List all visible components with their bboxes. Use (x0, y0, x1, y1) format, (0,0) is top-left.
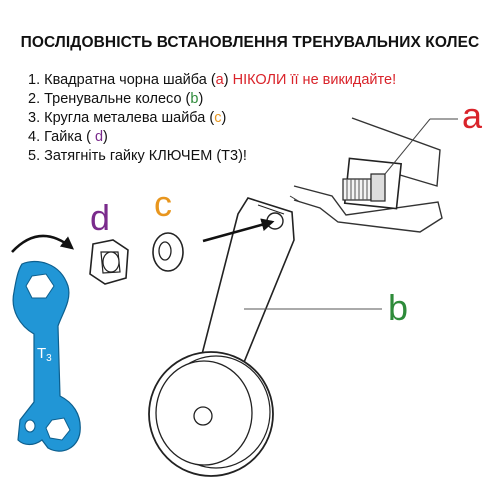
step-3: 3. Кругла металева шайба (c) (28, 109, 396, 128)
step-2-text: 2. Тренувальне колесо ( (28, 91, 191, 107)
step-3-suffix: ) (221, 110, 227, 126)
step-1-letter: a (215, 72, 224, 88)
steps-list: 1. Квадратна чорна шайба (a) НІКОЛИ її н… (28, 71, 396, 166)
page-title: ПОСЛІДОВНІСТЬ ВСТАНОВЛЕННЯ ТРЕНУВАЛЬНИХ … (20, 34, 480, 51)
wrench-icon (12, 260, 81, 452)
label-c: c (154, 183, 172, 224)
wrench-label: T3 (37, 345, 52, 364)
step-4-letter: d (94, 129, 104, 145)
square-washer-icon (342, 157, 403, 210)
step-4: 4. Гайка ( d) (28, 128, 396, 147)
step-4-text: 4. Гайка ( (28, 129, 95, 145)
step-1-text: 1. Квадратна чорна шайба ( (28, 72, 216, 88)
label-b: b (388, 287, 409, 328)
step-1-suffix: ) (223, 72, 233, 88)
nut-icon (89, 239, 129, 285)
step-1-warning: НІКОЛИ її не викидайте! (232, 72, 397, 88)
step-5-text: 5. Затягніть гайку КЛЮЧЕМ (Т3)! (28, 148, 247, 164)
label-d: d (90, 197, 111, 238)
label-a: a (462, 95, 483, 136)
step-2: 2. Тренувальне колесо (b) (28, 90, 396, 109)
bike-frame-icon (289, 117, 443, 233)
step-5: 5. Затягніть гайку КЛЮЧЕМ (Т3)! (28, 147, 396, 166)
step-2-suffix: ) (198, 91, 204, 107)
step-3-letter: c (214, 110, 222, 126)
step-2-letter: b (190, 91, 199, 107)
step-4-suffix: ) (103, 129, 108, 145)
training-wheel-icon (148, 197, 295, 477)
step-1: 1. Квадратна чорна шайба (a) НІКОЛИ її н… (28, 71, 396, 90)
straight-arrow-icon (202, 218, 275, 243)
wrench-label-sub: 3 (46, 353, 52, 364)
label-a-leader (384, 118, 431, 175)
step-3-text: 3. Кругла металева шайба ( (28, 110, 215, 126)
wrench-label-t: T (37, 345, 47, 362)
washer-icon (152, 232, 184, 272)
curved-arrow-icon (11, 234, 75, 253)
